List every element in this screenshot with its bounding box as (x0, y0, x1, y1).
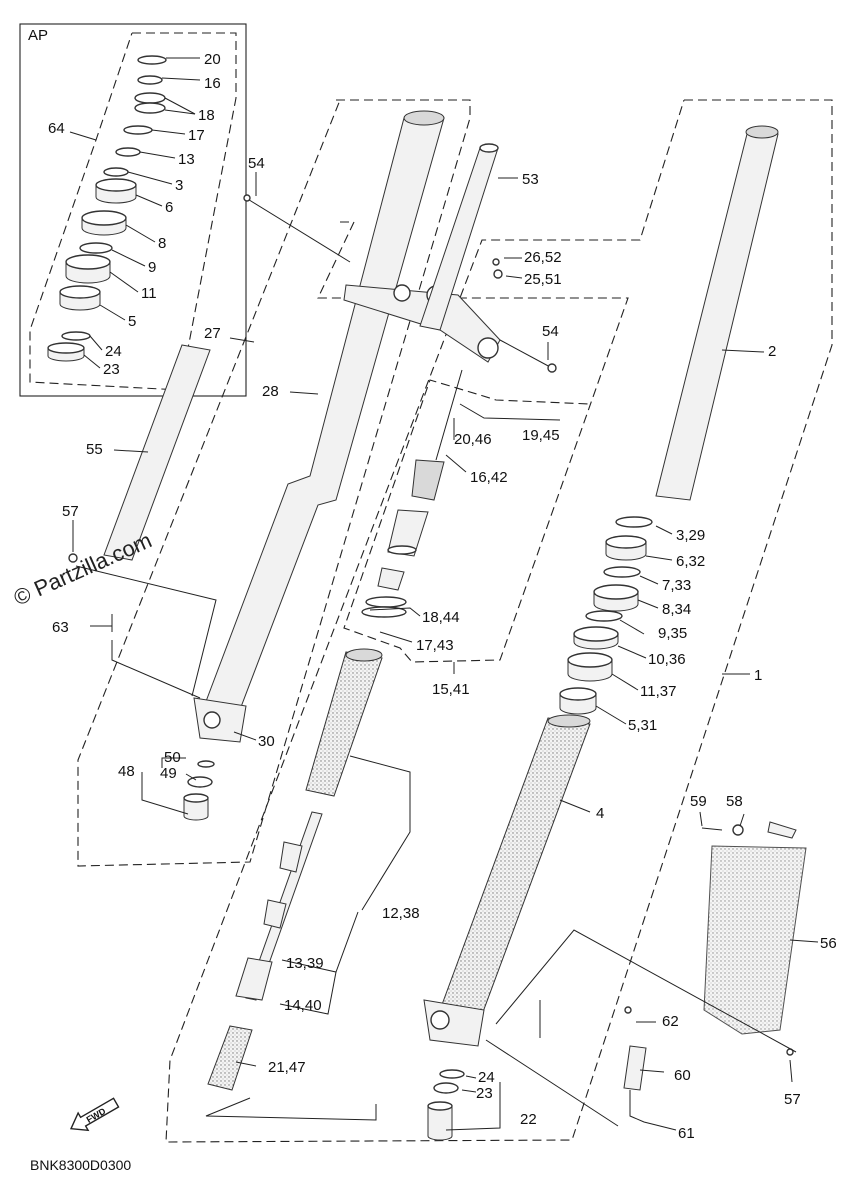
callout-53: 53 (522, 171, 539, 188)
callout-54-right: 54 (542, 323, 559, 340)
callout-30: 30 (258, 733, 275, 750)
callout-62: 62 (662, 1013, 679, 1030)
callout-labels: 54 53 26,52 25,51 54 27 28 2 55 20,46 19… (52, 155, 837, 1142)
inset-label-24: 24 (105, 343, 122, 360)
callout-1: 1 (754, 667, 762, 684)
callout-23: 23 (476, 1085, 493, 1102)
inset-parts (47, 55, 167, 362)
callout-49: 49 (160, 765, 177, 782)
callout-26-52: 26,52 (524, 249, 562, 266)
inset-ap-box: AP 64 (19, 23, 247, 397)
callout-8-34: 8,34 (662, 601, 691, 618)
callout-50: 50 (164, 749, 181, 766)
fwd-arrow-badge: FWD (69, 1097, 120, 1132)
callout-25-51: 25,51 (524, 271, 562, 288)
callout-24: 24 (478, 1069, 495, 1086)
inset-label-23: 23 (103, 361, 120, 378)
callout-5-31: 5,31 (628, 717, 657, 734)
inset-label-17: 17 (188, 127, 205, 144)
callout-3-29: 3,29 (676, 527, 705, 544)
inset-group-label: 64 (48, 120, 65, 137)
partzilla-watermark: © Partzilla.com (10, 527, 156, 610)
inset-label-5: 5 (128, 313, 136, 330)
callout-61: 61 (678, 1125, 695, 1142)
callout-6-32: 6,32 (676, 553, 705, 570)
callout-57-right: 57 (784, 1091, 801, 1108)
damper-cartridge (207, 369, 463, 1091)
callout-27: 27 (204, 325, 221, 342)
callout-48: 48 (118, 763, 135, 780)
callout-58: 58 (726, 793, 743, 810)
inset-title: AP (28, 27, 48, 44)
callout-55: 55 (86, 441, 103, 458)
callout-21-47: 21,47 (268, 1059, 306, 1076)
callout-59: 59 (690, 793, 707, 810)
callout-10-36: 10,36 (648, 651, 686, 668)
callout-11-37: 11,37 (640, 683, 676, 700)
inset-label-9: 9 (148, 259, 156, 276)
callout-22: 22 (520, 1111, 537, 1128)
callout-13-39: 13,39 (286, 955, 324, 972)
inset-label-6: 6 (165, 199, 173, 216)
callout-14-40: 14,40 (284, 997, 322, 1014)
callout-54-top: 54 (248, 155, 265, 172)
callout-2: 2 (768, 343, 776, 360)
callout-63: 63 (52, 619, 69, 636)
callout-15-41: 15,41 (432, 681, 470, 698)
right-fork-assembly (423, 125, 807, 1141)
callout-4: 4 (596, 805, 604, 822)
inset-label-13: 13 (178, 151, 195, 168)
inset-label-16: 16 (204, 75, 221, 92)
callout-57-left: 57 (62, 503, 79, 520)
callout-12-38: 12,38 (382, 905, 420, 922)
diagram-code: BNK8300D0300 (30, 1157, 131, 1173)
callout-56: 56 (820, 935, 837, 952)
callout-60: 60 (674, 1067, 691, 1084)
left-fork-assembly (68, 110, 557, 821)
callout-9-35: 9,35 (658, 625, 687, 642)
inset-label-18: 18 (198, 107, 215, 124)
callout-19-45: 19,45 (522, 427, 560, 444)
callout-7-33: 7,33 (662, 577, 691, 594)
inset-label-20: 20 (204, 51, 221, 68)
inset-label-11: 11 (141, 285, 157, 302)
leader-lines (72, 172, 819, 1131)
group-boundaries (77, 99, 833, 1143)
inset-label-3: 3 (175, 177, 183, 194)
callout-28: 28 (262, 383, 279, 400)
callout-16-42: 16,42 (470, 469, 508, 486)
callout-20-46: 20,46 (454, 431, 492, 448)
callout-17-43: 17,43 (416, 637, 454, 654)
inset-label-8: 8 (158, 235, 166, 252)
callout-18-44: 18,44 (422, 609, 460, 626)
